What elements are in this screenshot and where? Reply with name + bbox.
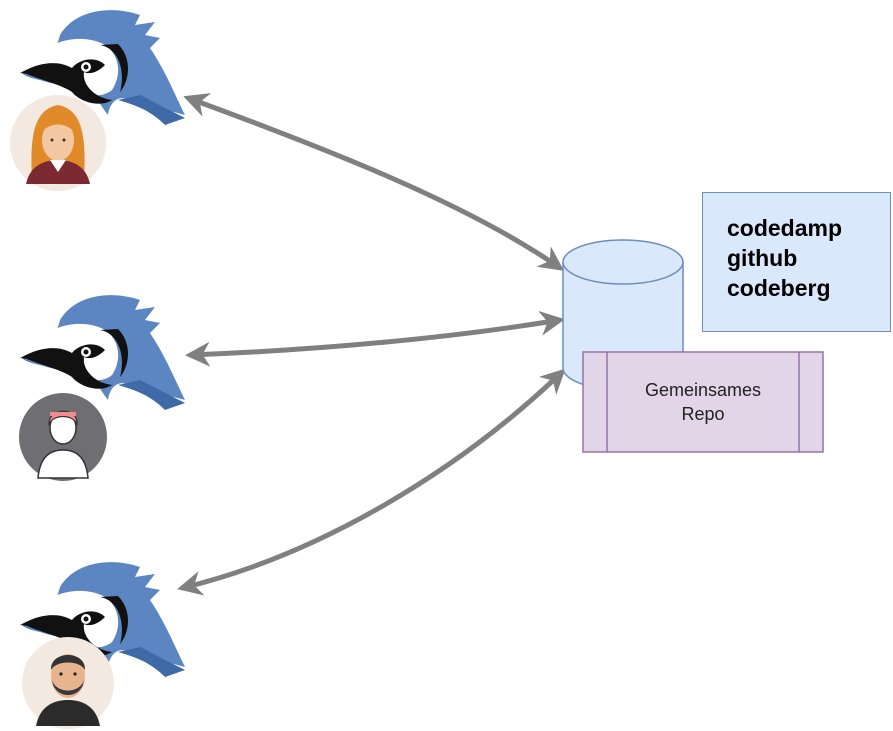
woman-blonde-avatar xyxy=(10,95,106,191)
developer-3 xyxy=(20,562,185,729)
sync-arrows xyxy=(177,93,566,596)
man-beard-avatar xyxy=(22,637,114,729)
person-pink-hair-avatar xyxy=(19,393,107,481)
sync-arrow-middle xyxy=(185,310,565,367)
repo-box xyxy=(582,351,824,453)
platform-item: codeberg xyxy=(727,275,831,301)
sync-arrow-top xyxy=(183,93,565,271)
sync-arrow-bottom xyxy=(177,368,566,596)
platforms-box: codedamp github codeberg xyxy=(702,192,891,332)
platform-item: github xyxy=(727,245,798,271)
bluej-bird-icon xyxy=(20,295,185,410)
developer-1 xyxy=(10,10,185,191)
developer-2 xyxy=(19,295,185,481)
platform-item: codedamp xyxy=(727,215,843,241)
